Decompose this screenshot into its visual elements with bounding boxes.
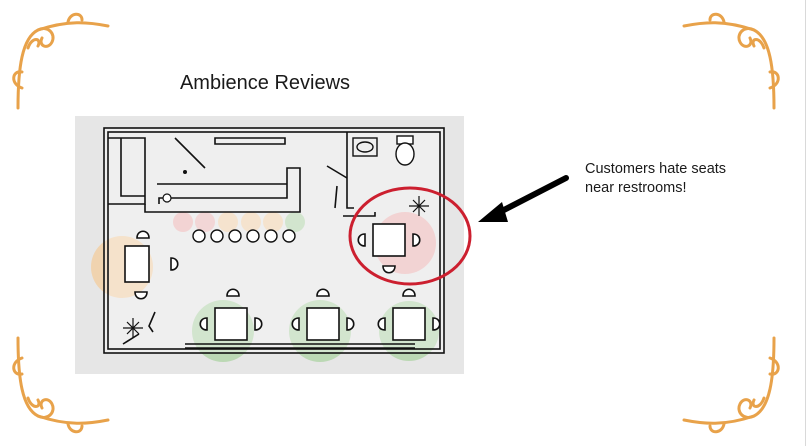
sink-icon bbox=[352, 137, 378, 157]
floor-plan bbox=[75, 116, 464, 374]
slide-title: Ambience Reviews bbox=[179, 72, 351, 94]
callout-text: Customers hate seats near restrooms! bbox=[585, 161, 727, 196]
bar-stools bbox=[192, 229, 296, 243]
tables bbox=[124, 223, 441, 341]
table-restroom bbox=[372, 223, 406, 257]
corner-flourish-top-left-icon bbox=[12, 12, 110, 110]
plant-icon-bottom-left bbox=[123, 318, 143, 338]
trash-bin-icon bbox=[162, 193, 172, 203]
heat-spot-bar-red-2 bbox=[195, 212, 215, 232]
table-bottom-3 bbox=[392, 307, 426, 341]
floor-plan-drawing bbox=[91, 127, 445, 362]
table-bottom-2 bbox=[306, 307, 340, 341]
corner-flourish-top-right-icon bbox=[682, 12, 780, 110]
table-bottom-1 bbox=[214, 307, 248, 341]
corner-flourish-bottom-right-icon bbox=[682, 336, 780, 434]
arrow-icon bbox=[478, 175, 569, 222]
door-knob-icon bbox=[183, 170, 187, 174]
heat-spot-bar-green bbox=[285, 212, 305, 232]
heat-spot-bar-orange-3 bbox=[263, 212, 283, 232]
plant-icon bbox=[409, 196, 429, 216]
restroom-highlight-ring bbox=[348, 186, 472, 286]
heat-spot-bar-red-1 bbox=[173, 212, 193, 232]
corner-flourish-bottom-left-icon bbox=[12, 336, 110, 434]
heat-spot-bar-orange-1 bbox=[218, 212, 238, 232]
heat-spot-bar-orange-2 bbox=[241, 212, 261, 232]
toilet-icon bbox=[395, 135, 415, 166]
table-left bbox=[124, 245, 150, 283]
